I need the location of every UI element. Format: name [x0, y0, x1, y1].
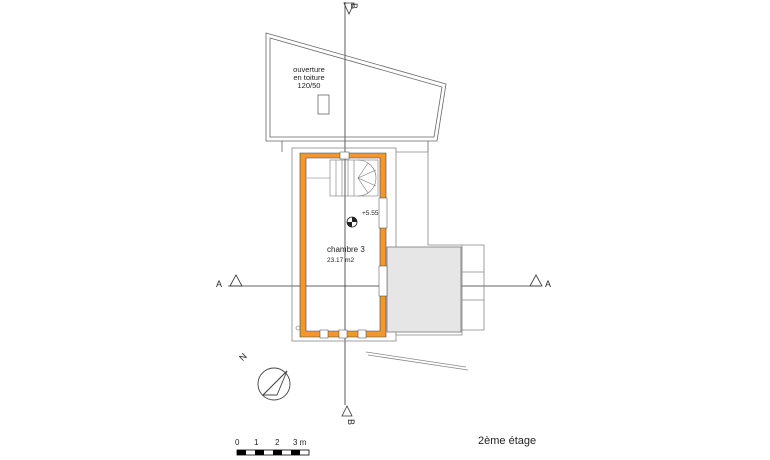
scale-tick-2: 2: [275, 438, 280, 447]
level-mark: +5.55: [362, 210, 379, 217]
lower-floor-outline: [291, 147, 485, 371]
scale-tick-3: 3 m: [293, 438, 307, 447]
scale-tick-0: 0: [235, 438, 240, 447]
room-walls: [299, 151, 388, 339]
scale-bar: [236, 449, 310, 456]
section-marker-a-right: A: [529, 274, 551, 289]
staircase: [307, 159, 379, 197]
scale-tick-1: 1: [254, 438, 259, 447]
floor-title: 2ème étage: [478, 435, 536, 447]
level-marker-icon: [346, 216, 358, 228]
section-label-b-bottom: B: [346, 419, 356, 425]
section-marker-a-left: A: [216, 274, 243, 289]
section-label-a-right: A: [545, 279, 551, 289]
section-label-a-left: A: [216, 279, 222, 289]
north-arrow-icon: [257, 367, 291, 401]
terrace-area: [386, 246, 462, 333]
room-name: chambre 3: [327, 245, 365, 254]
roof-opening-label-2: en toiture: [293, 73, 324, 82]
column-mark: [295, 325, 301, 331]
room-area: 23.17 m2: [327, 257, 354, 264]
section-marker-b-top: B: [343, 2, 359, 15]
section-marker-b-bottom: B: [341, 405, 356, 425]
roof-opening-label-1: ouverture: [293, 65, 325, 74]
north-label: N: [237, 351, 249, 363]
roof-outline: [265, 32, 447, 152]
section-label-b-top: B: [349, 3, 359, 9]
roof-opening-label-3: 120/50: [298, 81, 321, 90]
